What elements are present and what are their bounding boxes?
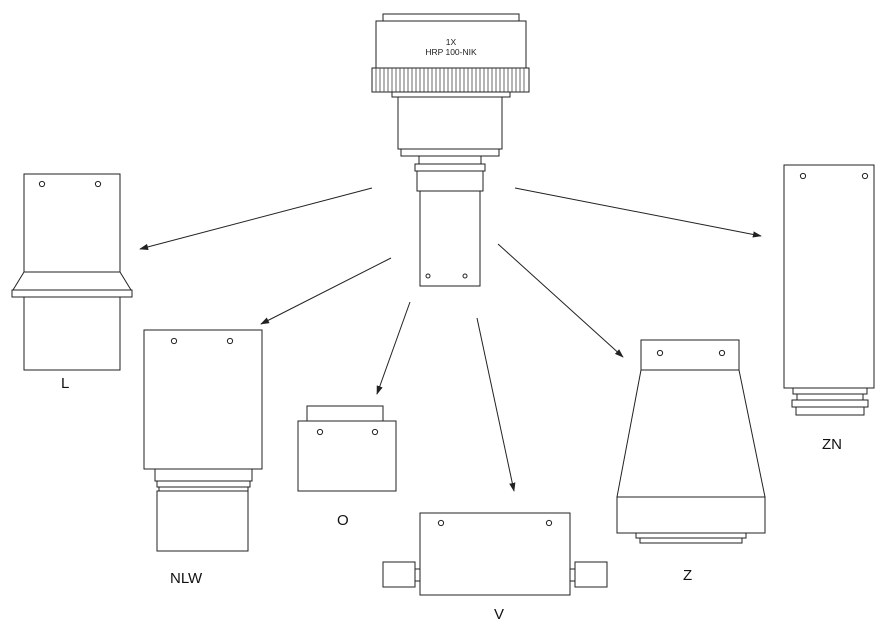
mount-ZN: [783, 164, 875, 416]
mount-Z: [616, 339, 766, 544]
engraving-line-2: HRP 100-NIK: [425, 46, 477, 57]
center-plate: [419, 190, 481, 287]
label-L: L: [61, 375, 70, 392]
engraving-line-1: 1X: [445, 37, 457, 47]
mount-V: [382, 512, 608, 596]
arrow-to-ZN: [514, 187, 762, 238]
label-O: O: [337, 512, 349, 529]
arrow-to-L: [139, 187, 373, 250]
mount-NLW: [143, 329, 263, 552]
center-adapter-engraving: 1X HRP 100-NIK: [392, 37, 510, 58]
label-Z: Z: [683, 567, 693, 584]
mount-O: [297, 405, 397, 492]
label-V: V: [494, 606, 505, 623]
arrow-to-Z: [497, 243, 624, 358]
arrow-to-NLW: [260, 257, 392, 325]
connection-arrows: [139, 187, 762, 492]
arrow-to-V: [476, 317, 516, 492]
label-NLW: NLW: [170, 570, 203, 587]
mount-L: [11, 173, 133, 371]
knurled-ring: [371, 67, 530, 93]
knurl-lines: [375, 68, 525, 92]
label-ZN: ZN: [822, 436, 842, 453]
center-adapter: [371, 13, 530, 287]
arrow-to-O: [376, 301, 411, 395]
